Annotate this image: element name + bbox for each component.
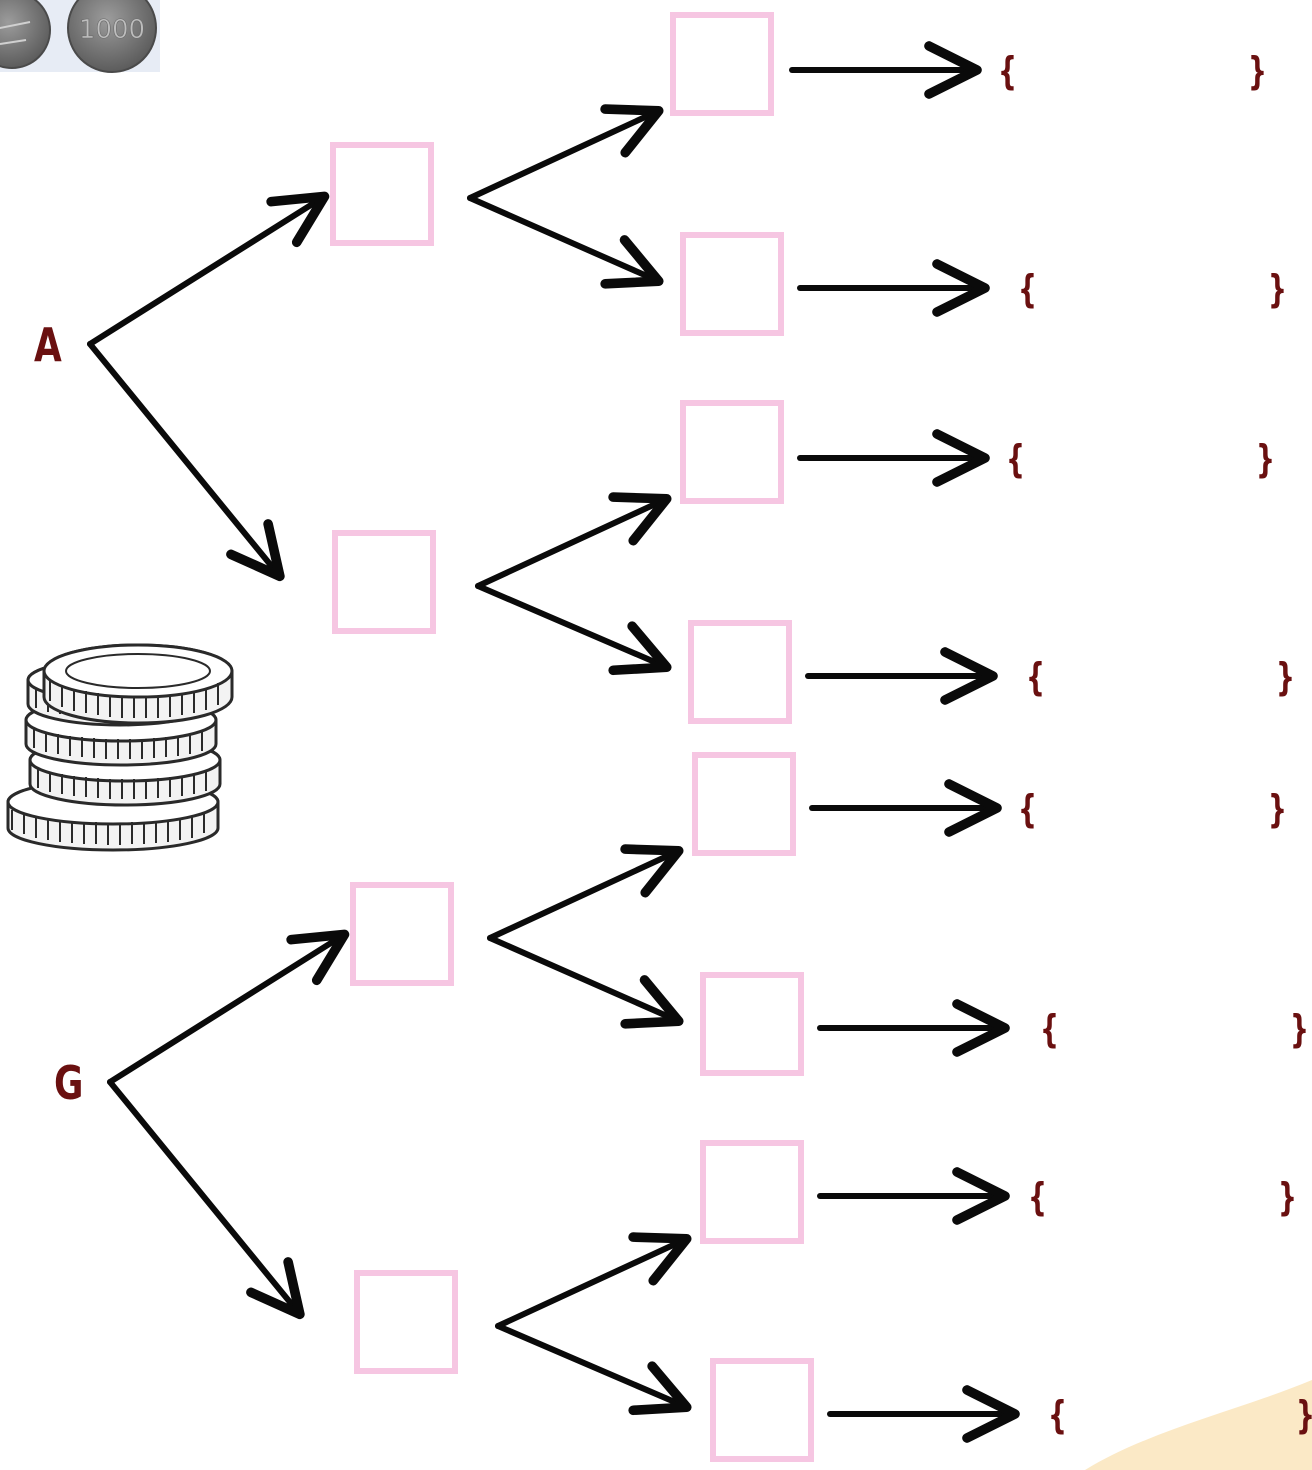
root-label-a: A [34, 318, 62, 372]
answer-box-level1-2[interactable] [332, 530, 436, 634]
answer-box-level2-2[interactable] [680, 232, 784, 336]
outcome-close-brace-7: } [1278, 1175, 1297, 1219]
outcome-close-brace-1: } [1248, 49, 1267, 93]
arrow-g-lower [107, 1079, 305, 1320]
outcome-close-brace-6: } [1290, 1007, 1309, 1051]
outcome-close-brace-3: } [1256, 437, 1275, 481]
outcome-open-brace-3: { [1006, 437, 1025, 481]
answer-box-level2-5[interactable] [692, 752, 796, 856]
outcome-open-brace-5: { [1018, 787, 1037, 831]
coins-top-icon [0, 0, 160, 73]
arrow-b3-upper [487, 844, 684, 941]
answer-box-level2-4[interactable] [688, 620, 792, 724]
coin-stack-icon [6, 643, 234, 852]
answer-box-level1-1[interactable] [330, 142, 434, 246]
answer-box-level2-1[interactable] [670, 12, 774, 116]
beige-blob [1085, 1380, 1312, 1470]
outcome-open-brace-2: { [1018, 267, 1037, 311]
outcome-open-brace-1: { [998, 49, 1017, 93]
answer-box-level1-4[interactable] [354, 1270, 458, 1374]
arrow-b3-lower [487, 935, 684, 1029]
arrow-a-upper [87, 191, 330, 347]
arrow-b2-upper [475, 492, 672, 589]
arrow-a-lower [87, 341, 285, 582]
arrow-b4-lower [495, 1323, 692, 1416]
outcome-open-brace-7: { [1028, 1175, 1047, 1219]
answer-box-level2-7[interactable] [700, 1140, 804, 1244]
arrow-b2-lower [475, 583, 672, 676]
outcome-close-brace-4: } [1276, 655, 1295, 699]
outcome-open-brace-8: { [1048, 1393, 1067, 1437]
answer-box-level1-3[interactable] [350, 882, 454, 986]
answer-box-level2-6[interactable] [700, 972, 804, 1076]
outcome-close-brace-2: } [1268, 267, 1287, 311]
answer-box-level2-3[interactable] [680, 400, 784, 504]
answer-box-level2-8[interactable] [710, 1358, 814, 1462]
outcome-close-brace-5: } [1268, 787, 1287, 831]
arrow-g-upper [107, 929, 350, 1085]
outcome-open-brace-6: { [1040, 1007, 1059, 1051]
arrow-b1-lower [467, 195, 664, 289]
outcome-open-brace-4: { [1026, 655, 1045, 699]
outcome-close-brace-8: } [1296, 1396, 1312, 1434]
coin-denomination: 1000 [79, 15, 145, 45]
arrow-b4-upper [495, 1232, 692, 1329]
root-label-g: G [54, 1056, 84, 1110]
arrow-b1-upper [467, 104, 664, 201]
tree-arrows [87, 41, 1020, 1443]
